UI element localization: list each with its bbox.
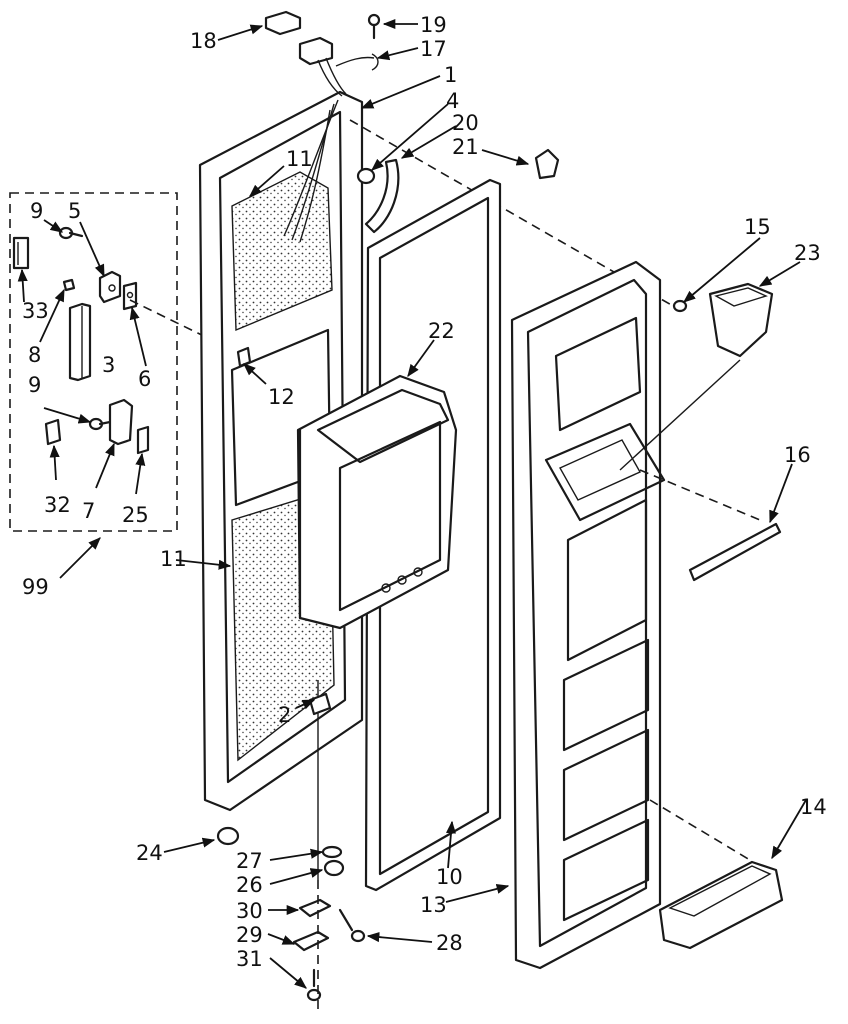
- part-9-screw-upper: [58, 226, 84, 240]
- part-32-pad: [44, 418, 62, 446]
- part-29-shim: [292, 930, 330, 952]
- part-8-shim: [62, 278, 76, 292]
- callout-7: 7: [82, 499, 95, 523]
- callout-23: 23: [794, 241, 821, 265]
- callout-11-upper: 11: [286, 147, 313, 171]
- callout-9-upper: 9: [30, 199, 43, 223]
- part-21-bulb: [534, 148, 560, 180]
- part-28-screw: [338, 908, 366, 943]
- part-13-outer-door: [510, 260, 666, 970]
- callout-3: 3: [102, 353, 115, 377]
- callout-6: 6: [138, 367, 151, 391]
- callout-18: 18: [190, 29, 217, 53]
- callout-28: 28: [436, 931, 463, 955]
- part-22-dispenser-housing: [296, 374, 458, 630]
- part-17-wire: [371, 53, 379, 71]
- callout-11-lower: 11: [160, 547, 187, 571]
- part-30-shim: [298, 898, 332, 918]
- callout-14: 14: [800, 795, 827, 819]
- callout-32: 32: [44, 493, 71, 517]
- callout-21: 21: [452, 135, 479, 159]
- callout-30: 30: [236, 899, 263, 923]
- callout-27: 27: [236, 849, 263, 873]
- callout-22: 22: [428, 319, 455, 343]
- part-9-screw-lower: [88, 417, 112, 431]
- callout-16: 16: [784, 443, 811, 467]
- callout-25: 25: [122, 503, 149, 527]
- part-15-pin: [672, 299, 688, 313]
- part-25-plate: [136, 425, 150, 455]
- callout-24: 24: [136, 841, 163, 865]
- callout-15: 15: [744, 215, 771, 239]
- part-7-block: [108, 398, 134, 446]
- callout-9-lower: 9: [28, 373, 41, 397]
- leader-lines: [17, 18, 807, 989]
- callout-10: 10: [436, 865, 463, 889]
- part-24-cap: [216, 826, 240, 846]
- part-31-screw: [306, 968, 322, 1002]
- part-26-bushing: [323, 859, 345, 877]
- callout-4: 4: [446, 89, 459, 113]
- part-4-plug: [356, 167, 376, 185]
- part-33-clip: [12, 236, 30, 270]
- part-14-door-bin: [658, 860, 784, 950]
- wire-harness: [298, 36, 375, 97]
- part-5-hinge: [98, 270, 122, 304]
- part-23-cup: [708, 282, 774, 358]
- callout-1: 1: [444, 63, 457, 87]
- part-6-plate: [122, 281, 138, 311]
- part-12-clip: [236, 346, 252, 368]
- part-16-rail: [688, 522, 782, 582]
- callout-20: 20: [452, 111, 479, 135]
- callout-29: 29: [236, 923, 263, 947]
- callout-labels: 18 19 17 1 4 20 21 11 9 5 33 8 3 6 9 12 …: [22, 13, 827, 971]
- part-18-connector: [264, 10, 302, 36]
- callout-26: 26: [236, 873, 263, 897]
- callout-99: 99: [22, 575, 49, 599]
- callout-19: 19: [420, 13, 447, 37]
- kit-box-99: [9, 192, 213, 532]
- callout-33: 33: [22, 299, 49, 323]
- callout-2: 2: [278, 703, 291, 727]
- callout-12: 12: [268, 385, 295, 409]
- part-20-tube: [364, 158, 400, 234]
- callout-17: 17: [420, 37, 447, 61]
- part-3-bar: [68, 302, 92, 382]
- callout-13: 13: [420, 893, 447, 917]
- callout-5: 5: [68, 199, 81, 223]
- callout-31: 31: [236, 947, 263, 971]
- callout-8: 8: [28, 343, 41, 367]
- part-27-washer: [321, 845, 343, 859]
- part-19-screw: [367, 13, 381, 40]
